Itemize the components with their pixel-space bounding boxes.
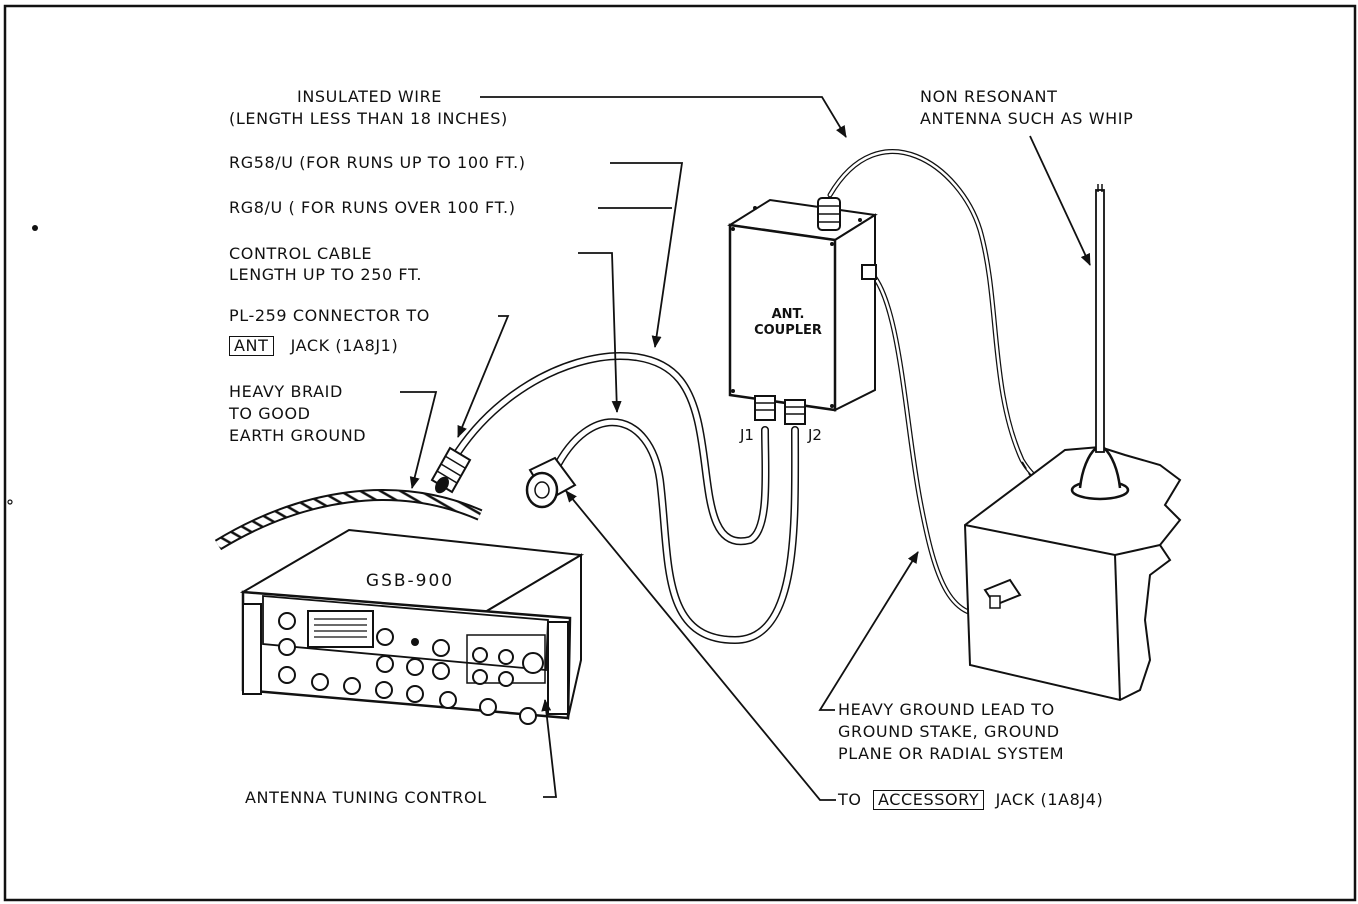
braid-label-line2: TO GOOD bbox=[229, 404, 311, 423]
ground-lead-label-line1: HEAVY GROUND LEAD TO bbox=[838, 700, 1055, 719]
antenna-tuning-control-label: ANTENNA TUNING CONTROL bbox=[245, 788, 487, 807]
mounting-surface bbox=[963, 445, 1182, 702]
accessory-jack-label: TO ACCESSORY JACK (1A8J4) bbox=[838, 789, 1103, 810]
ant-boxed-label: ANT bbox=[229, 336, 274, 356]
insulated-wire-length-label: (LENGTH LESS THAN 18 INCHES) bbox=[229, 109, 508, 128]
coax-cable bbox=[454, 352, 770, 546]
insulated-wire-label: INSULATED WIRE bbox=[297, 87, 442, 106]
j2-label: J2 bbox=[807, 426, 822, 444]
rg58-label: RG58/U (FOR RUNS UP TO 100 FT.) bbox=[229, 153, 526, 172]
antenna-label-line1: NON RESONANT bbox=[920, 87, 1058, 106]
radio-model-label: GSB-900 bbox=[366, 571, 454, 591]
punch-hole bbox=[7, 499, 13, 505]
braid-label-line3: EARTH GROUND bbox=[229, 426, 367, 445]
radio-transceiver: GSB-900 bbox=[239, 528, 585, 725]
ant-jack-text: JACK (1A8J1) bbox=[290, 336, 399, 355]
punch-hole bbox=[32, 225, 38, 231]
diagram-border bbox=[3, 4, 1357, 902]
braid-label-line1: HEAVY BRAID bbox=[229, 382, 343, 401]
ground-lead-label-line2: GROUND STAKE, GROUND bbox=[838, 722, 1060, 741]
leader-lines bbox=[400, 96, 1091, 801]
ground-lead-label-line3: PLANE OR RADIAL SYSTEM bbox=[838, 744, 1065, 763]
coupler-label-line1: ANT. bbox=[772, 307, 805, 322]
antenna-coupler bbox=[727, 197, 878, 425]
accessory-jack-text: JACK (1A8J4) bbox=[995, 790, 1104, 809]
rg8-label: RG8/U ( FOR RUNS OVER 100 FT.) bbox=[229, 198, 516, 217]
whip-antenna bbox=[1070, 184, 1130, 501]
control-cable-label: CONTROL CABLE bbox=[229, 244, 373, 263]
j1-label: J1 bbox=[739, 426, 754, 444]
pl259-label: PL-259 CONNECTOR TO bbox=[229, 306, 431, 325]
ant-jack-label: ANT JACK (1A8J1) bbox=[229, 335, 398, 356]
accessory-boxed-label: ACCESSORY bbox=[872, 790, 985, 810]
pl259-connector bbox=[430, 446, 472, 494]
antenna-label-line2: ANTENNA SUCH AS WHIP bbox=[920, 109, 1134, 128]
control-cable-length-label: LENGTH UP TO 250 FT. bbox=[229, 265, 423, 284]
accessory-plug bbox=[525, 456, 577, 509]
coupler-label-line2: COUPLER bbox=[754, 323, 822, 338]
accessory-to-text: TO bbox=[838, 790, 862, 809]
